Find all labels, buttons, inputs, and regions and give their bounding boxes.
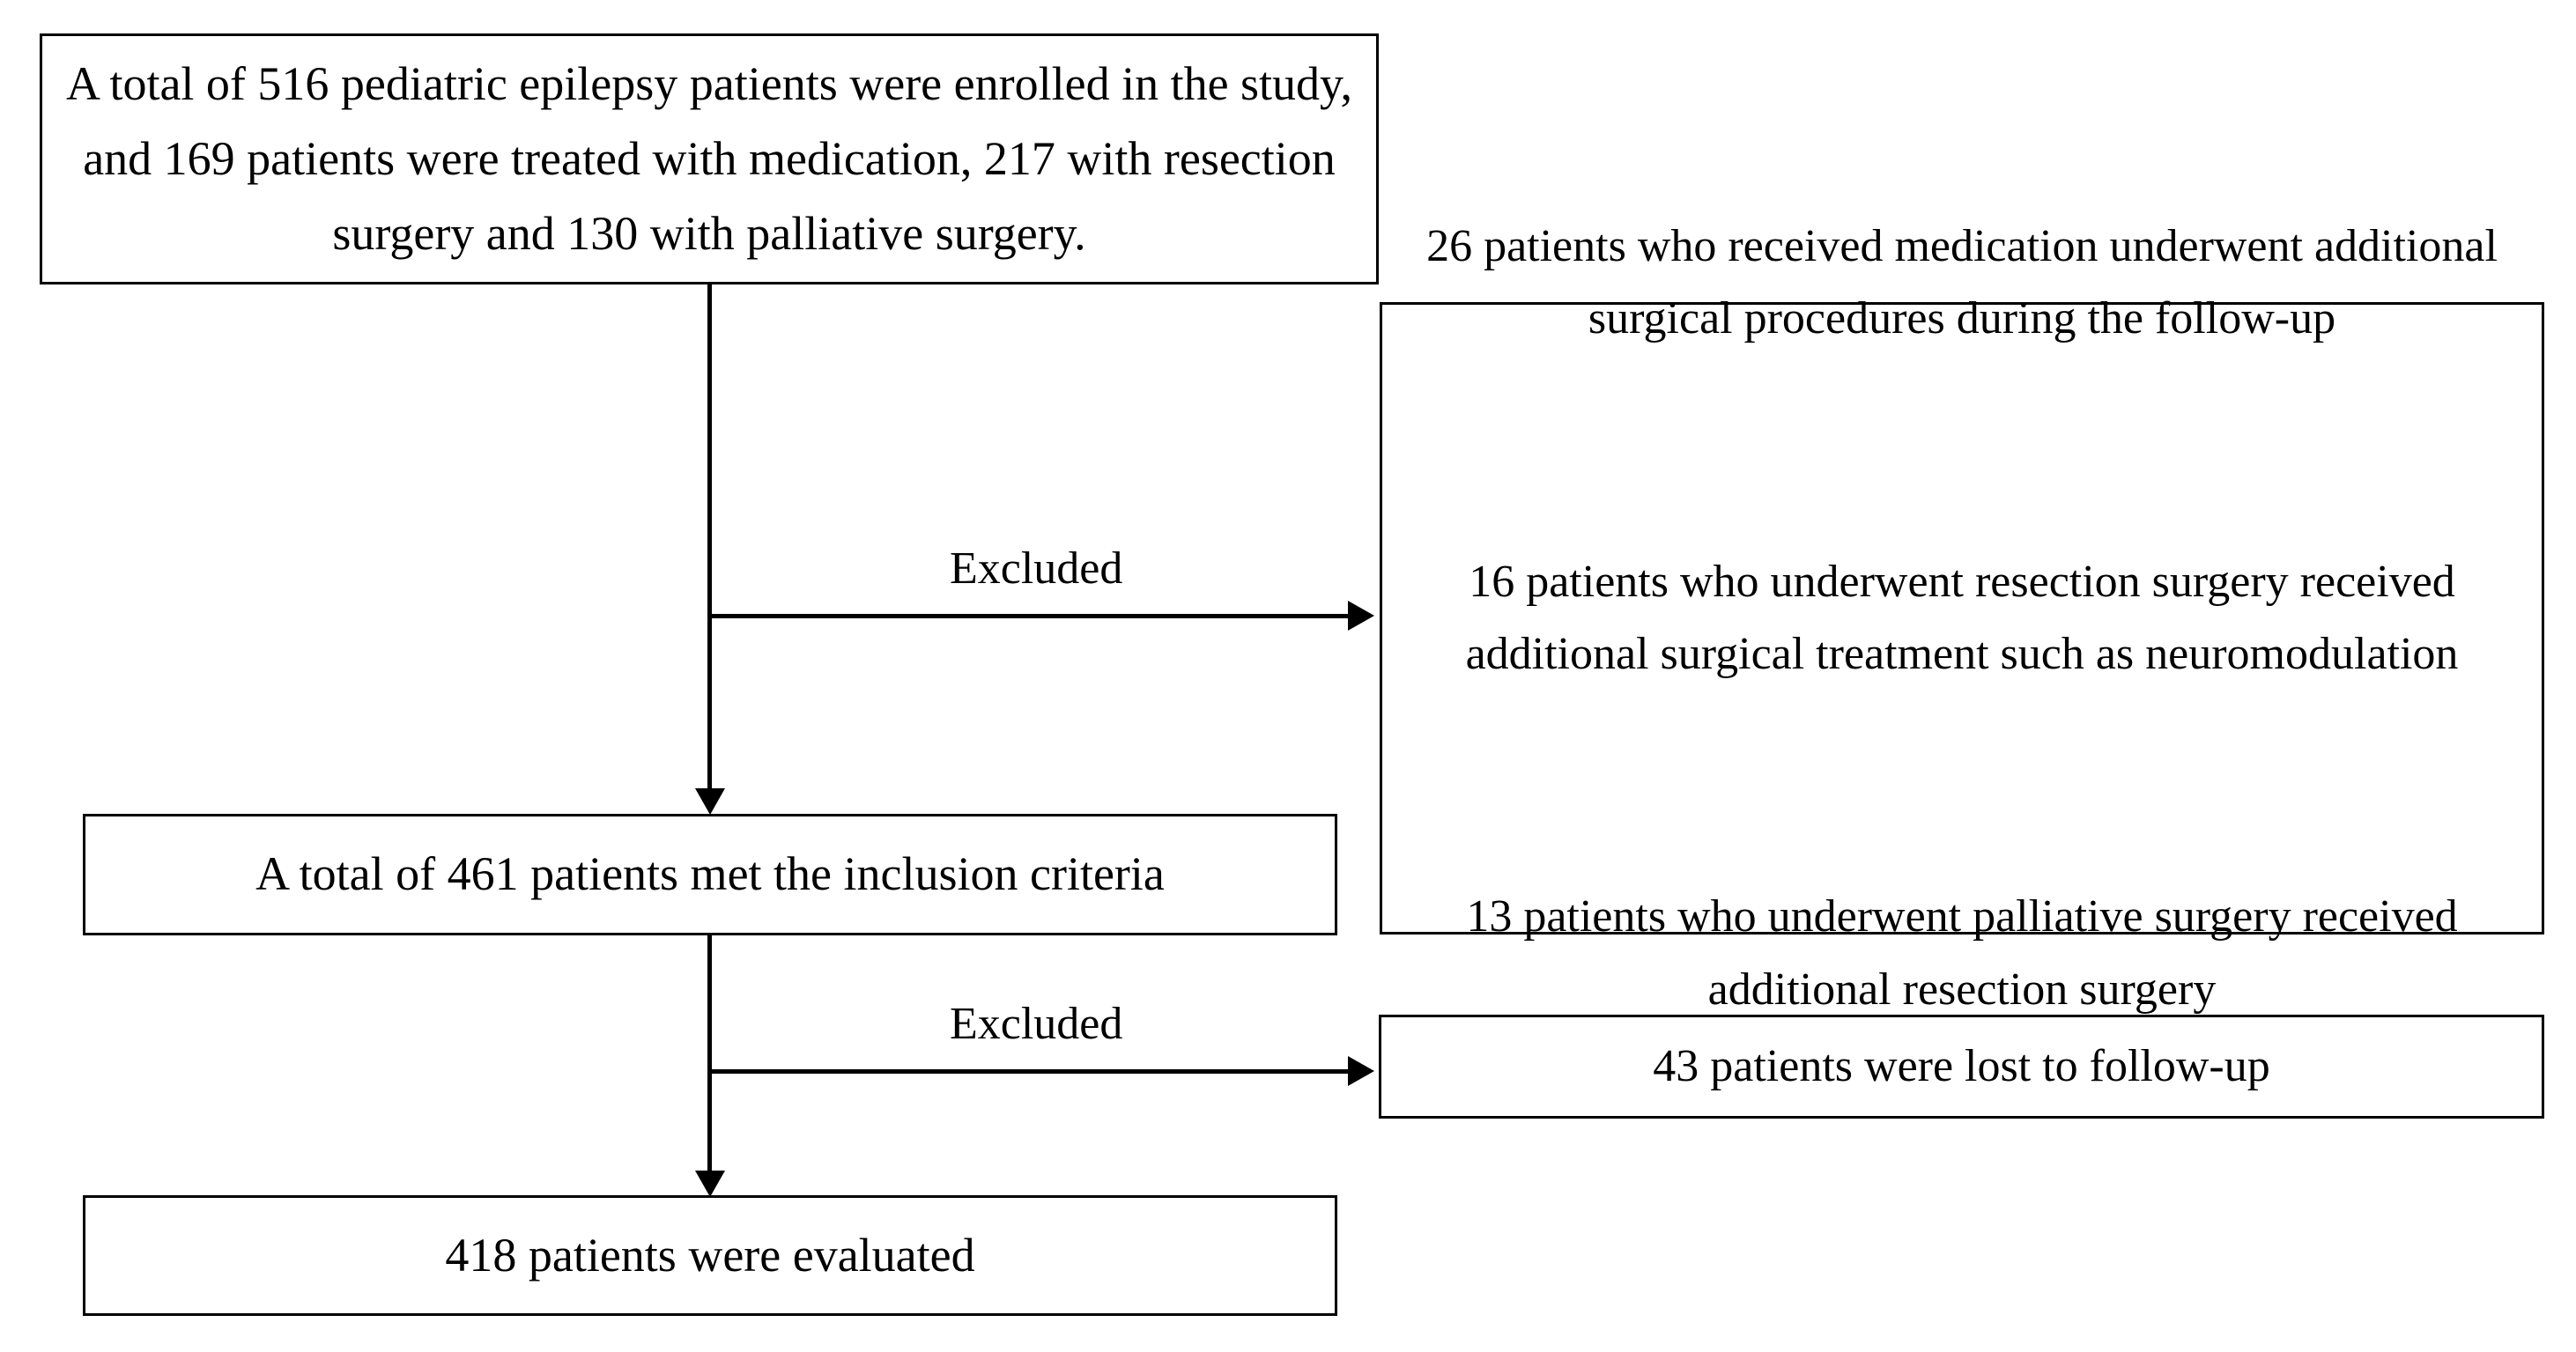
arrowhead-right-to-lost-followup-icon	[1348, 1056, 1374, 1086]
connector-enrolled-to-inclusion-vertical	[707, 284, 712, 797]
node-enrolled-cohort-text: A total of 516 pediatric epilepsy patien…	[65, 56, 1353, 261]
connector-excluded-first-horizontal	[709, 614, 1348, 618]
edge-label-excluded-first: Excluded	[950, 543, 1123, 594]
exclusion-reason-item-2: 16 patients who underwent resection surg…	[1465, 556, 2459, 679]
arrowhead-down-to-inclusion-icon	[695, 788, 725, 815]
exclusion-reason-item-3: 13 patients who underwent palliative sur…	[1466, 891, 2458, 1015]
node-exclusion-reasons: 26 patients who received medication unde…	[1380, 221, 2544, 1015]
connector-inclusion-to-evaluated-vertical	[707, 935, 712, 1179]
node-lost-to-followup: 43 patients were lost to follow-up	[1379, 1015, 2544, 1119]
node-lost-to-followup-text: 43 patients were lost to follow-up	[1653, 1040, 2270, 1091]
node-evaluated: 418 patients were evaluated	[83, 1195, 1337, 1316]
arrowhead-right-to-exclusion-reasons-icon	[1348, 601, 1374, 631]
exclusion-reasons-list: 26 patients who received medication unde…	[1382, 138, 2542, 1098]
reason-spacer	[1395, 763, 2529, 809]
node-inclusion-criteria: A total of 461 patients met the inclusio…	[83, 814, 1337, 935]
arrowhead-down-to-evaluated-icon	[695, 1171, 725, 1197]
edge-label-excluded-second: Excluded	[950, 999, 1123, 1049]
exclusion-reason-item-1: 26 patients who received medication unde…	[1426, 221, 2498, 344]
node-evaluated-text: 418 patients were evaluated	[445, 1228, 975, 1282]
node-enrolled-cohort: A total of 516 pediatric epilepsy patien…	[40, 33, 1379, 284]
node-inclusion-criteria-text: A total of 461 patients met the inclusio…	[255, 847, 1165, 901]
reason-spacer	[1395, 428, 2529, 474]
connector-excluded-second-horizontal	[709, 1069, 1348, 1074]
